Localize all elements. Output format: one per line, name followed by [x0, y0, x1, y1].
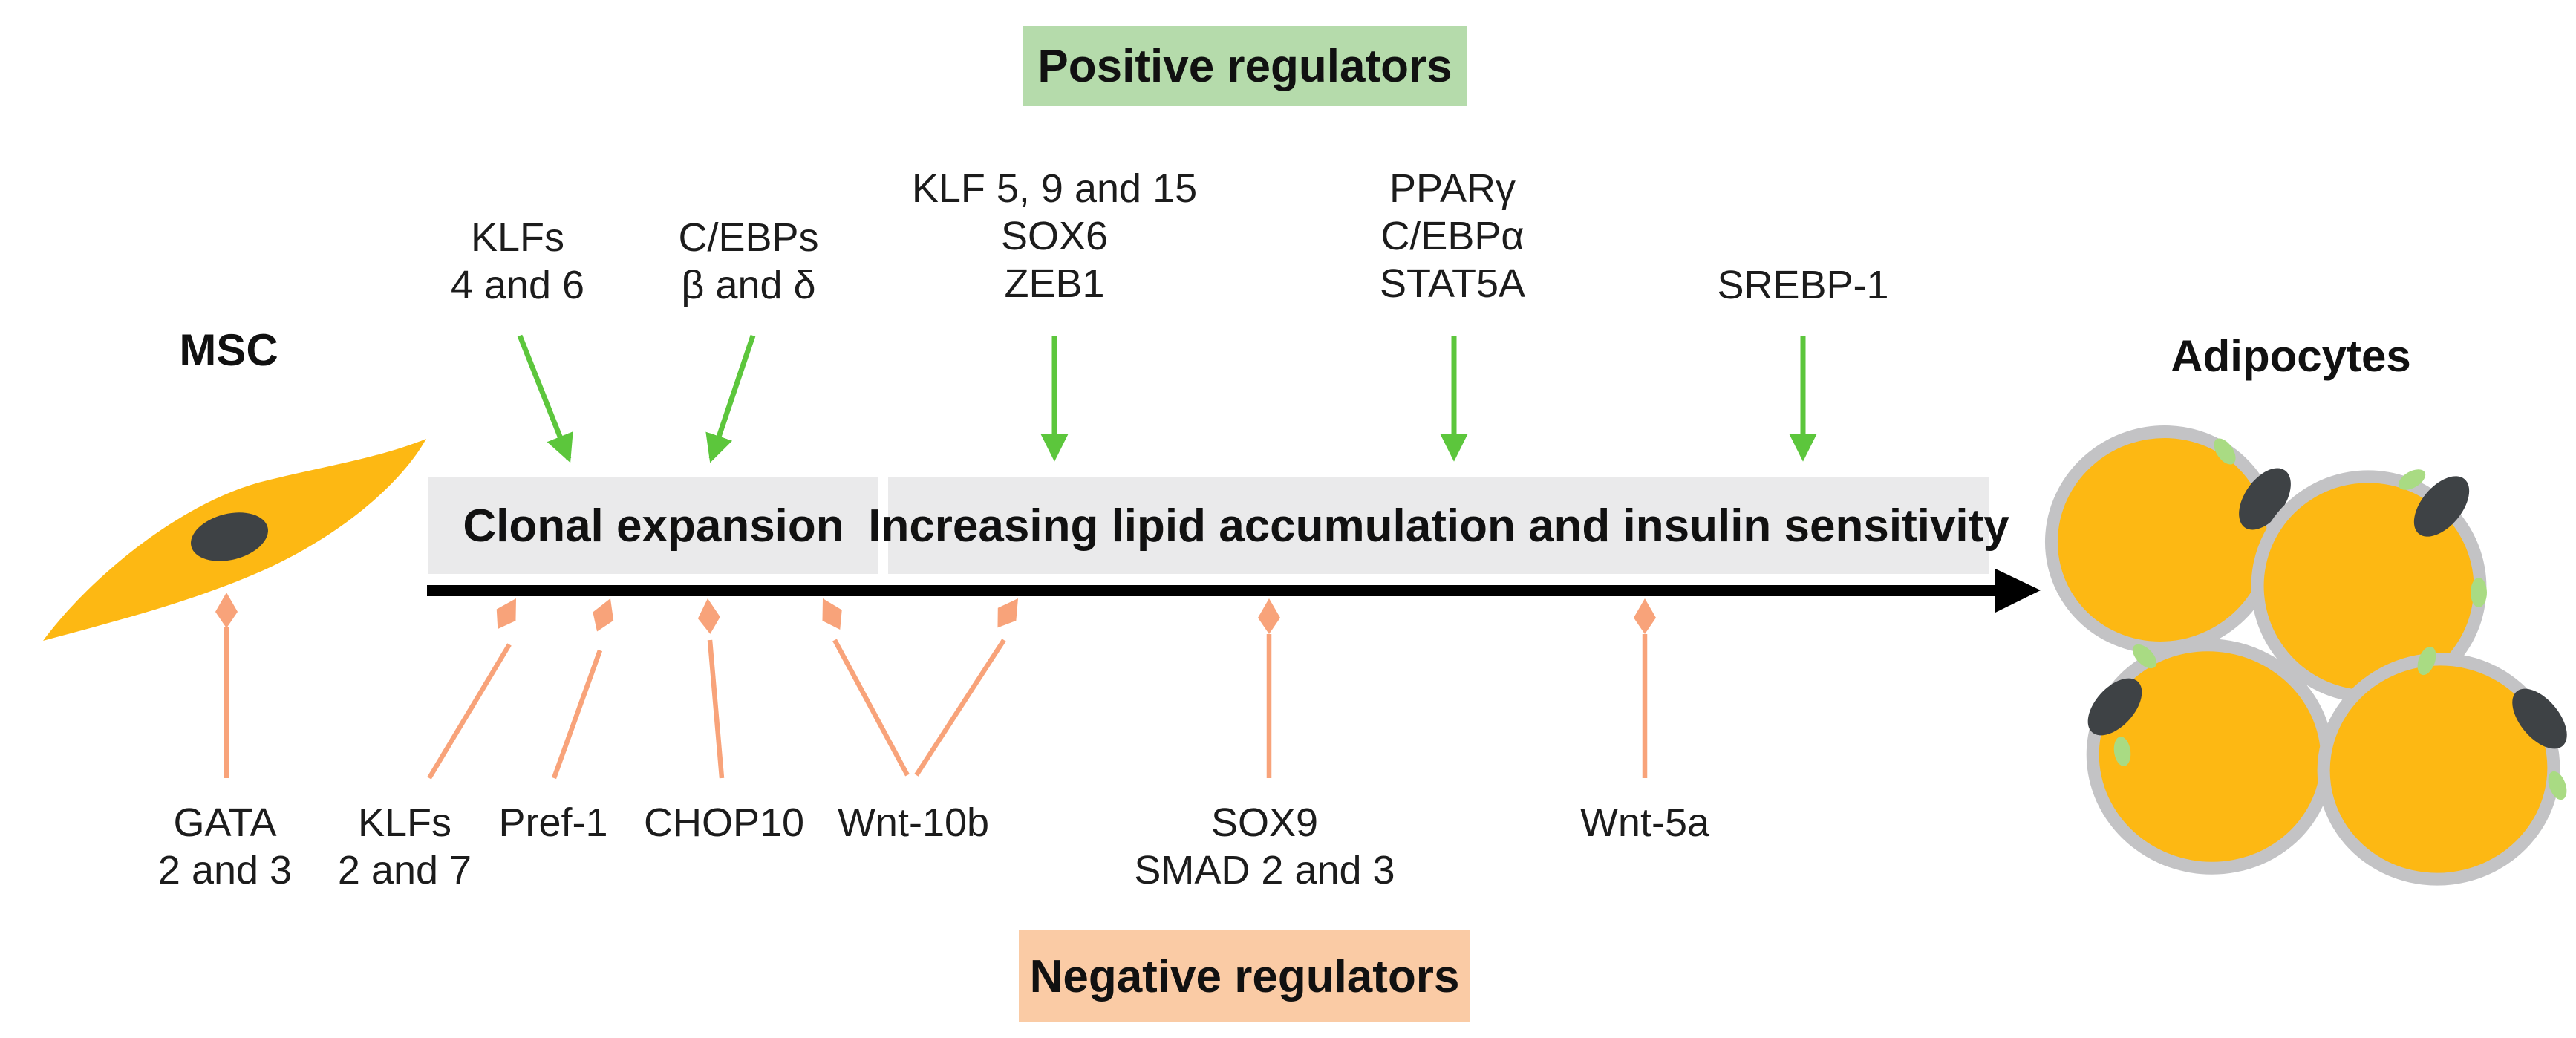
- negative-regulator-label: GATA 2 and 3: [157, 800, 293, 892]
- msc-label: MSC: [179, 325, 278, 375]
- adipocytes-label: Adipocytes: [2171, 331, 2411, 381]
- negative-arrow-lines: [224, 627, 1648, 780]
- negative-regulator-label: Pref-1: [498, 800, 608, 845]
- negative-arrow-heads: [215, 593, 1656, 634]
- positive-regulator-label: KLFs 4 and 6: [450, 215, 585, 307]
- arrow-cebps-beta-delta: [705, 334, 756, 463]
- msc-cell-icon: [43, 439, 426, 641]
- arrow-wnt10b-left: [832, 639, 910, 777]
- stage-lipid-accumulation: Increasing lipid accumulation and insuli…: [868, 477, 2009, 574]
- negative-regulator-label: CHOP10: [643, 800, 805, 845]
- negative-regulator-label: SOX9 SMAD 2 and 3: [1134, 800, 1395, 892]
- positive-regulator-label: KLF 5, 9 and 15 SOX6 ZEB1: [911, 166, 1198, 306]
- positive-regulator-label: C/EBPs β and δ: [678, 215, 819, 307]
- adipocyte-cell: [2317, 646, 2567, 886]
- msc-nucleus: [191, 512, 268, 561]
- adipocyte-nucleus: [2413, 476, 2470, 537]
- negative-regulator-label: Wnt-10b: [837, 800, 990, 845]
- adipocyte-cell: [2251, 469, 2487, 703]
- arrow-chop10: [707, 639, 725, 779]
- positive-regulator-label: SREBP-1: [1717, 263, 1889, 307]
- arrow-klfs-2-7: [427, 643, 512, 780]
- negative-regulator-label: KLFs 2 and 7: [337, 800, 472, 892]
- timeline-arrow-icon: [427, 569, 2041, 613]
- adipocyte-nucleus: [2512, 688, 2567, 749]
- positive-regulators-header: Positive regulators: [1023, 26, 1467, 106]
- positive-regulator-label: PPARγ C/EBPα STAT5A: [1379, 166, 1526, 306]
- stage-clonal-expansion: Clonal expansion: [428, 477, 878, 574]
- arrow-klfs-4-6: [517, 334, 573, 463]
- positive-arrows: [517, 334, 1817, 463]
- arrow-wnt10b-right: [914, 639, 1006, 777]
- adipocyte-cell: [2044, 425, 2291, 654]
- adipocyte-nucleus: [2087, 678, 2142, 736]
- adipocytes-icon: [2044, 425, 2567, 886]
- arrow-pref1: [551, 649, 603, 780]
- negative-regulator-label: Wnt-5a: [1579, 800, 1710, 845]
- negative-regulators-header: Negative regulators: [1019, 930, 1470, 1022]
